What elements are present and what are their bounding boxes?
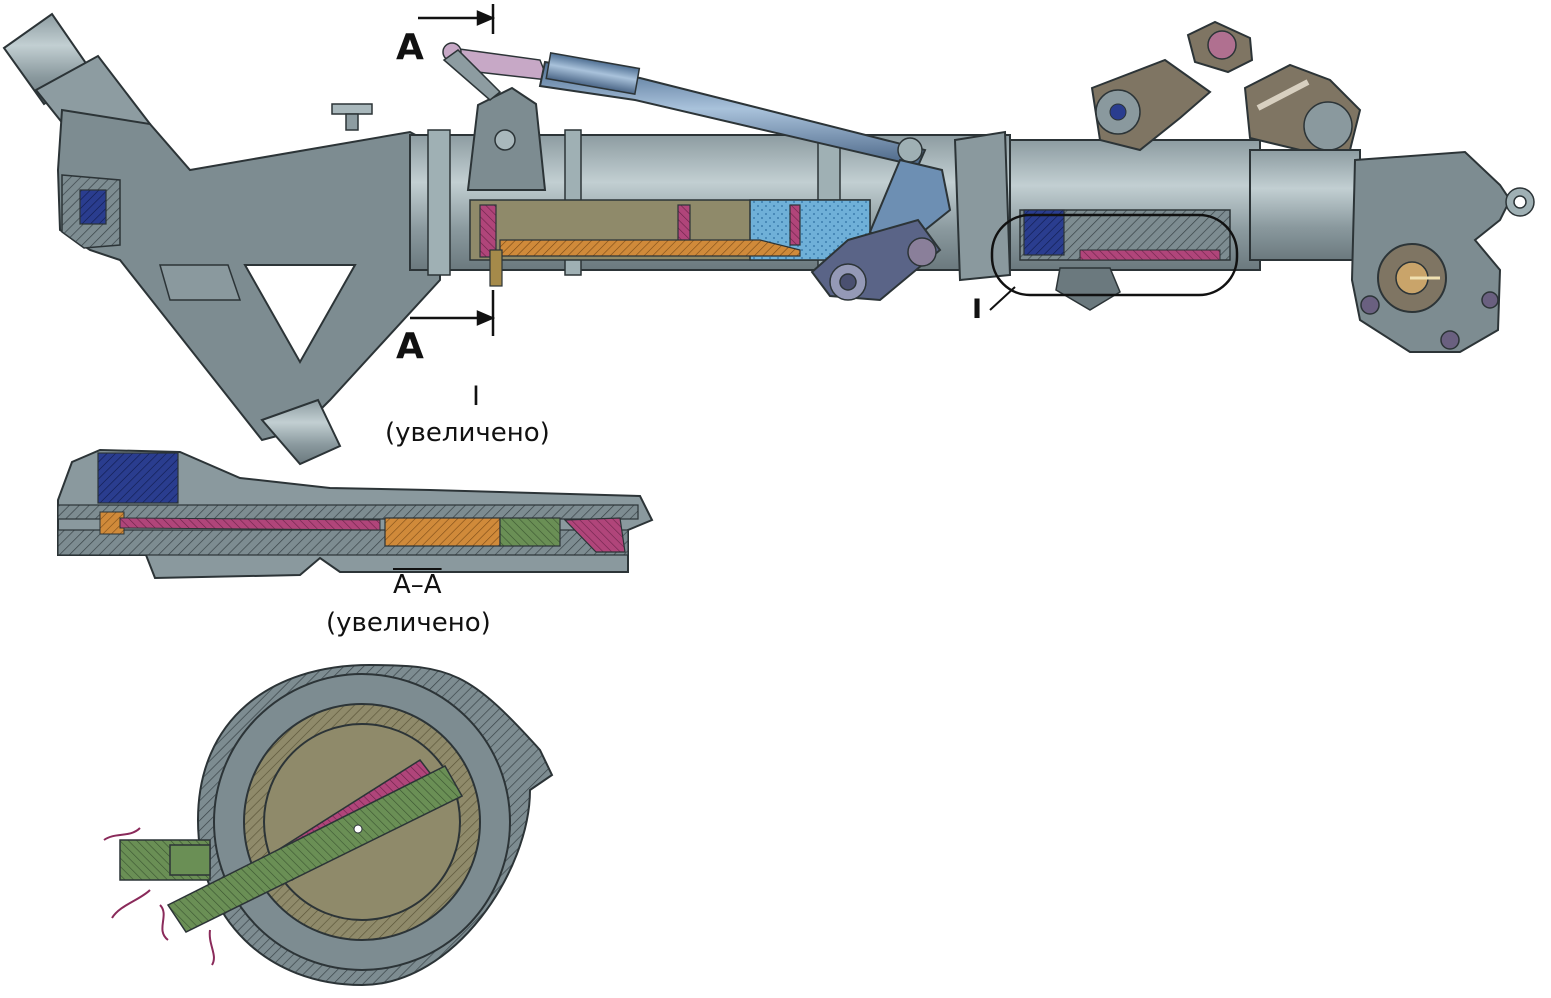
actuator-link <box>442 42 927 168</box>
section-view-A-A <box>103 663 554 987</box>
main-strut-assembly <box>2 12 1535 466</box>
detail-note: (увеличено) <box>385 418 550 448</box>
detail-callout-label: I <box>972 294 983 325</box>
detail-title: I <box>472 381 480 412</box>
bracket-window <box>243 264 357 365</box>
right-housing <box>1249 149 1361 261</box>
section-mark-top: A <box>396 27 424 68</box>
bracket-frame <box>56 108 441 442</box>
detail-callout-oval <box>990 213 1239 297</box>
detail-view-I <box>57 448 654 580</box>
lower-stub <box>260 398 342 466</box>
section-note: (увеличено) <box>326 608 491 638</box>
section-green-rod <box>166 765 464 933</box>
grease-fitting <box>331 103 373 115</box>
torque-link <box>810 158 952 302</box>
section-title: А–А <box>393 570 442 600</box>
section-mark-bottom: A <box>396 326 424 367</box>
section-cut-marker <box>410 4 496 336</box>
